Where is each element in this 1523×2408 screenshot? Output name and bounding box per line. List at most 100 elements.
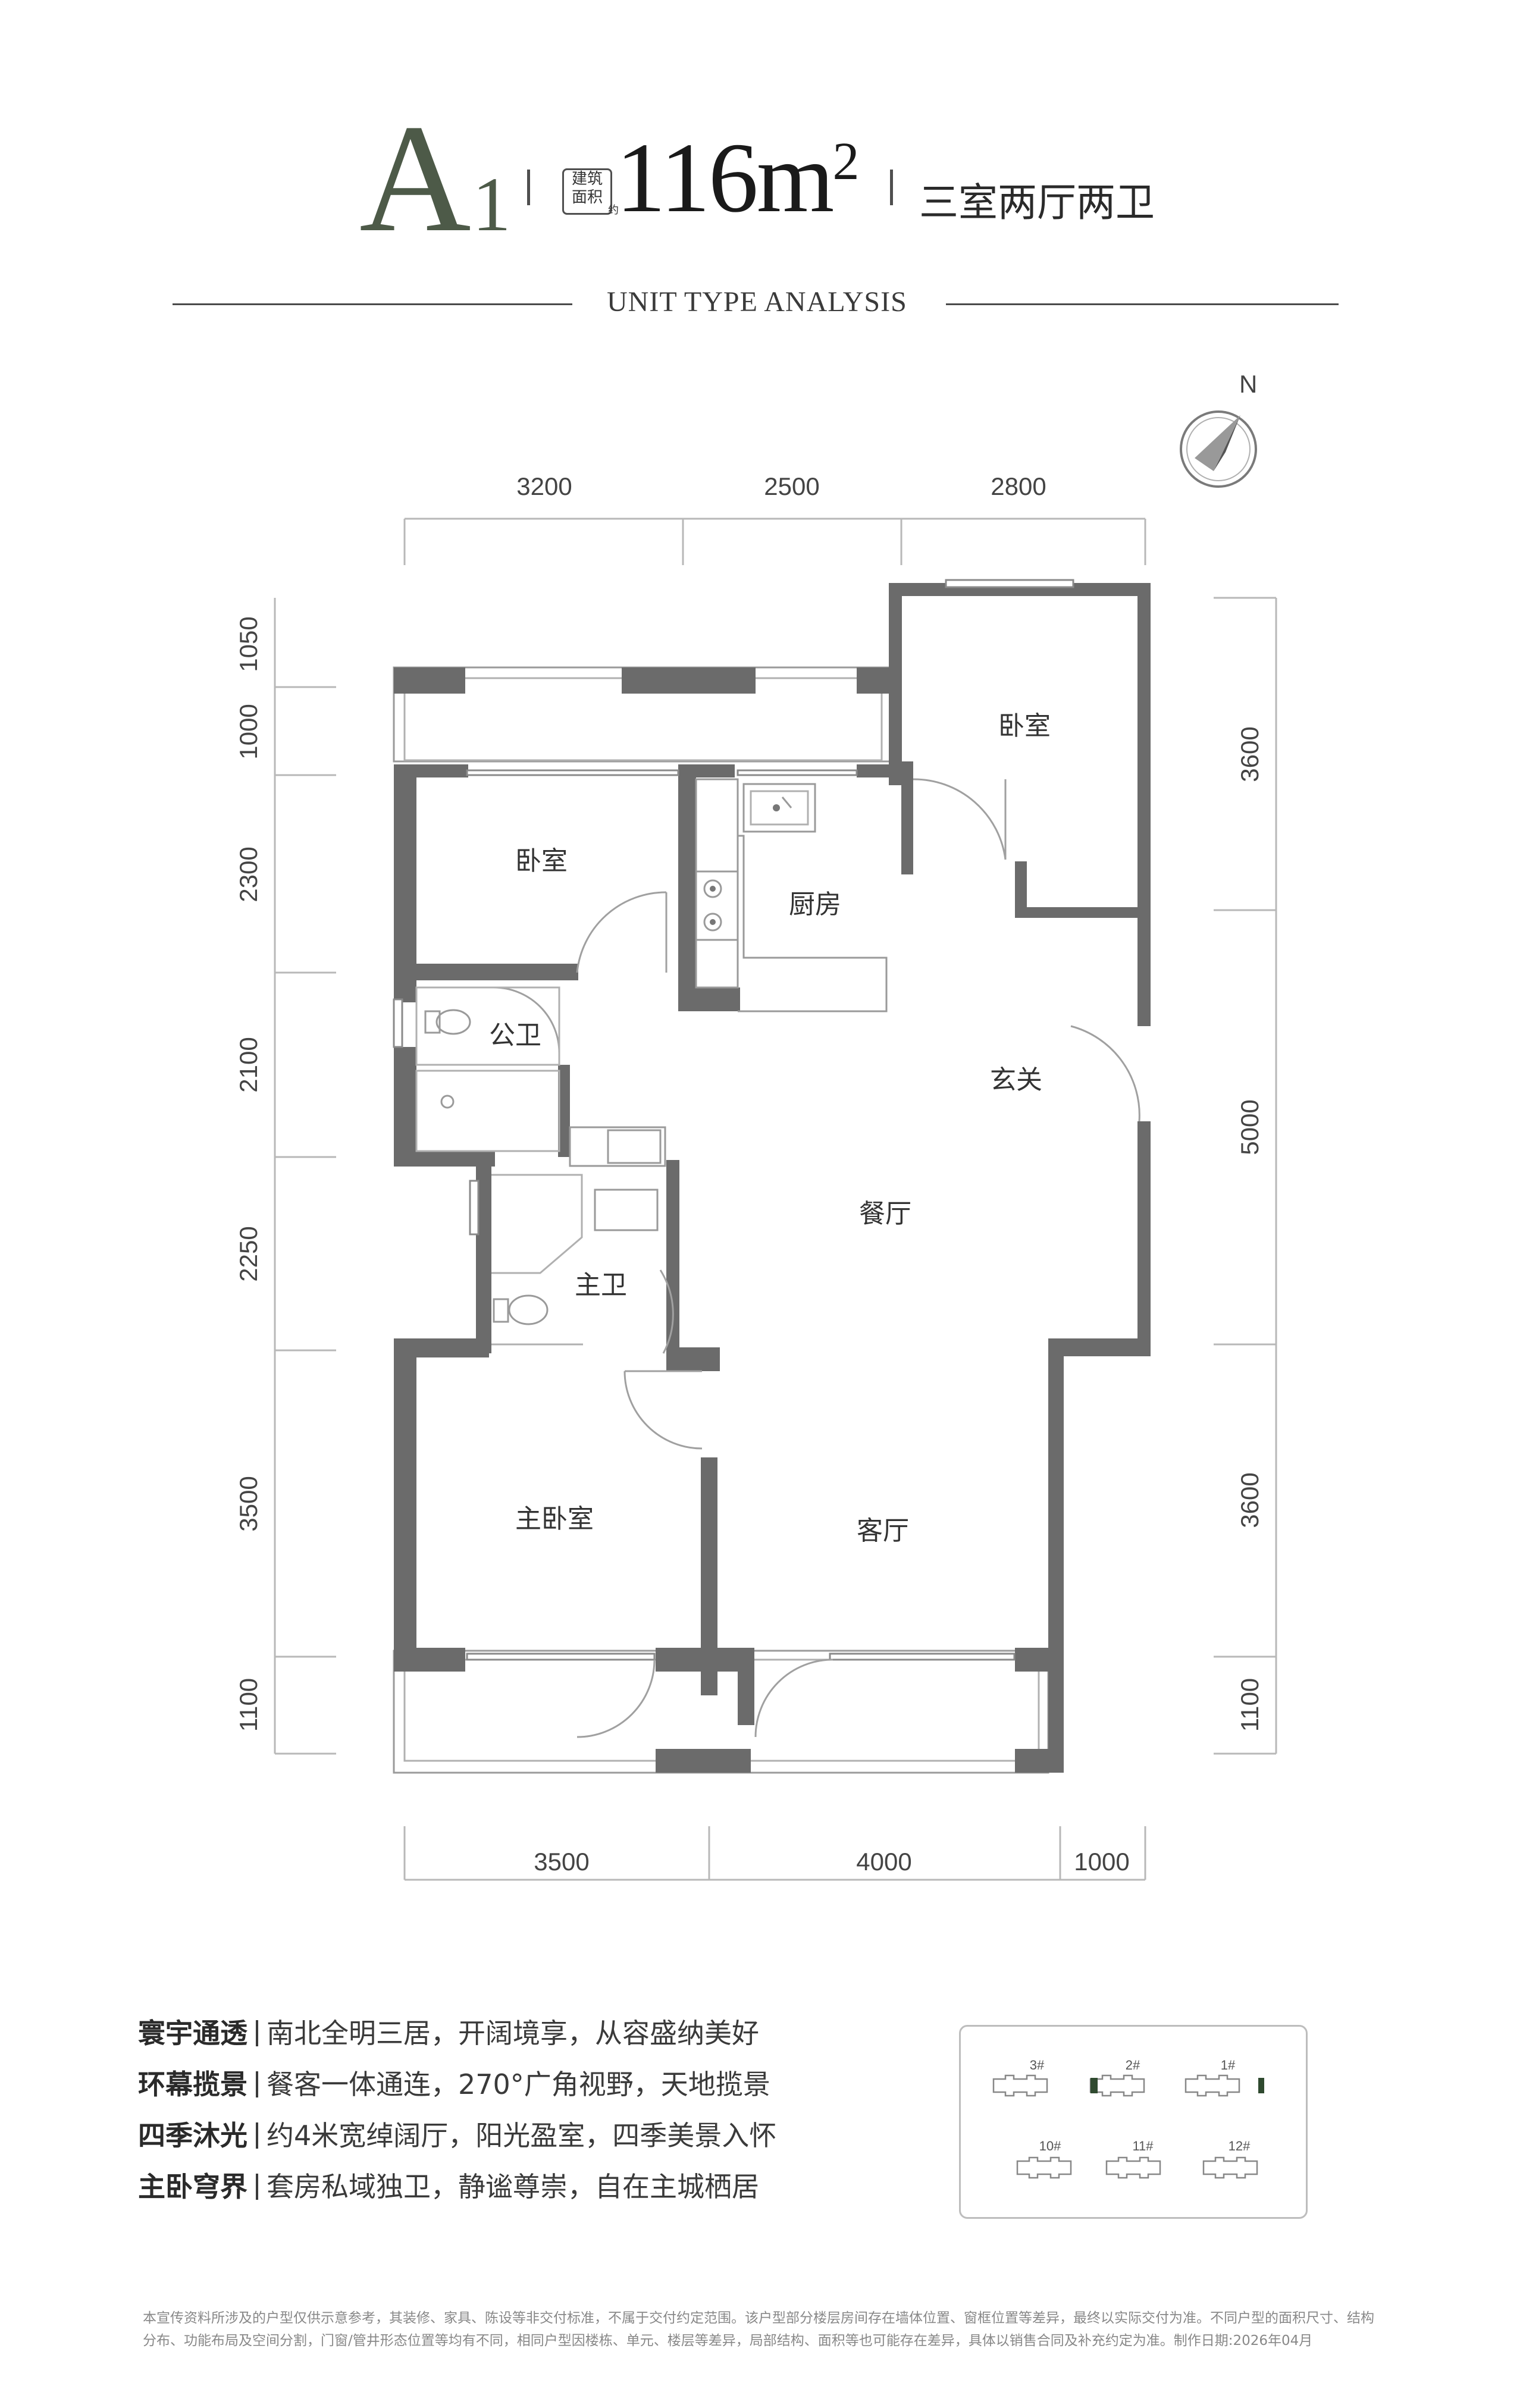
doors: [493, 778, 1140, 1738]
master-toilet-icon: [508, 1294, 549, 1325]
building-label-11: 11#: [1132, 2139, 1154, 2153]
master-bath-fixtures: [491, 1126, 666, 1346]
windows: [393, 579, 1074, 1661]
feature-separator: [256, 2174, 258, 2200]
compass-label: N: [1239, 370, 1257, 398]
building-label-2: 2#: [1126, 2058, 1140, 2072]
master-sink-icon: [594, 1189, 659, 1231]
dim-right-2: 5000: [1236, 1099, 1264, 1155]
door-entrance: [1070, 1025, 1140, 1122]
feature-item: 寰宇通透南北全明三居，开阔境享，从容盛纳美好: [138, 2012, 776, 2063]
area-badge-bottom: 面积: [571, 189, 603, 206]
dim-bottom-2: 4000: [856, 1848, 911, 1876]
feature-text: 南北全明三居，开阔境享，从容盛纳美好: [267, 2017, 759, 2049]
subtitle: UNIT TYPE ANALYSIS: [607, 286, 907, 318]
feature-list: 寰宇通透南北全明三居，开阔境享，从容盛纳美好 环幕揽景餐客一体通连，270°广角…: [138, 2012, 776, 2216]
dim-bottom-3: 1000: [1074, 1848, 1129, 1876]
dimensions-bottom: 3500 4000 1000: [403, 1826, 1146, 1881]
toilet-icon: [435, 1009, 471, 1035]
shower-area: [415, 1070, 560, 1152]
area-badge-small: 约: [608, 204, 619, 217]
layout-label: 三室两厅两卫: [919, 180, 1155, 225]
dim-right-3: 3600: [1236, 1472, 1264, 1528]
dim-left-5: 2250: [234, 1226, 262, 1281]
dim-left-2: 1000: [234, 704, 262, 759]
title-separator-2: [890, 170, 893, 205]
room-labels: 卧室 卧室 厨房 公卫 玄关 餐厅 主卫 主卧室 客厅: [489, 711, 1051, 1546]
dim-left-4: 2100: [234, 1037, 262, 1092]
walls: [394, 583, 1151, 1773]
dimensions-right: 3600 5000 3600 1100: [1214, 597, 1277, 1755]
compass-needle-light: [1195, 415, 1240, 471]
dim-top-3: 2800: [991, 472, 1046, 500]
door-master-bedroom: [623, 1371, 703, 1450]
subtitle-rule-right: [946, 303, 1339, 305]
dim-left-3: 2300: [234, 846, 262, 902]
compass-inner-ring: [1186, 417, 1251, 481]
header: A1 建筑 面积 约 116m2 三室两厅两卫 UNIT TYPE ANALYS…: [0, 0, 1523, 381]
public-bath-fixtures: [415, 986, 560, 1152]
building-label-12: 12#: [1229, 2139, 1251, 2153]
dim-left-7: 1100: [234, 1678, 262, 1732]
feature-text: 餐客一体通连，270°广角视野，天地揽景: [267, 2068, 770, 2100]
balconies: [393, 666, 1049, 1774]
feature-text: 约4米宽绰阔厅，阳光盈室，四季美景入怀: [267, 2119, 777, 2152]
dimensions-left: 1050 1000 2300 2100 2250 3500 1100: [234, 598, 336, 1755]
building-label-10: 10#: [1039, 2139, 1061, 2153]
area-unit-sup: 2: [832, 132, 859, 191]
vanity-sink-icon: [607, 1129, 662, 1164]
door-ne-bedroom: [913, 778, 1007, 860]
room-bedroom-ne: 卧室: [998, 711, 1051, 741]
room-master-bath: 主卫: [575, 1270, 627, 1300]
feature-title: 主卧穹界: [138, 2171, 247, 2203]
site-map-drawing: .lbl { font-family: "Liberation Sans", "…: [992, 2058, 1264, 2179]
dim-left-1: 1050: [234, 616, 262, 672]
kitchen-fixtures: [695, 778, 888, 1012]
dim-bottom-1: 3500: [534, 1848, 589, 1876]
kitchen-counter: [738, 835, 888, 1012]
room-dining: 餐厅: [859, 1199, 911, 1229]
site-map: .lbl { font-family: "Liberation Sans", "…: [959, 2025, 1308, 2219]
highlighted-unit: [1090, 2078, 1098, 2093]
area-value: 116m2: [616, 128, 859, 228]
master-shower: [491, 1174, 583, 1274]
dim-top-2: 2500: [764, 472, 819, 500]
floor-plan: .w { fill: #6b6b6b; } .ln { stroke: #9a9…: [234, 370, 1277, 1881]
unit-number: 1: [472, 162, 511, 247]
feature-text: 套房私域独卫，静谧尊崇，自在主城栖居: [267, 2171, 759, 2203]
room-kitchen: 厨房: [789, 889, 841, 920]
subtitle-rule-left: [173, 303, 572, 305]
building-label-1: 1#: [1221, 2058, 1236, 2072]
dim-right-1: 3600: [1236, 726, 1264, 782]
room-public-bath: 公卫: [489, 1020, 541, 1051]
stove-icon: [695, 870, 739, 941]
dim-top-1: 3200: [516, 472, 572, 500]
dimensions-top: 3200 2500 2800: [403, 472, 1146, 565]
feature-title: 环幕揽景: [138, 2068, 247, 2100]
area-badge-top: 建筑: [571, 170, 603, 188]
room-bedroom-nw: 卧室: [515, 846, 568, 876]
feature-separator: [256, 2071, 258, 2097]
room-living: 客厅: [857, 1516, 909, 1546]
compass: N: [1180, 370, 1257, 488]
feature-separator: [256, 2020, 258, 2046]
door-master-bath: [659, 1269, 674, 1354]
building-label-3: 3#: [1030, 2058, 1045, 2072]
door-public-bath: [493, 986, 560, 1054]
room-master-bedroom: 主卧室: [515, 1504, 594, 1534]
sink-icon: [742, 783, 816, 833]
door-master-balcony: [576, 1659, 656, 1738]
compass-ring: [1180, 410, 1257, 488]
door-nw-bedroom: [576, 891, 667, 973]
dim-left-6: 3500: [234, 1476, 262, 1531]
area-number: 116m: [616, 123, 834, 233]
unit-title: A1: [359, 101, 511, 256]
feature-item: 环幕揽景餐客一体通连，270°广角视野，天地揽景: [138, 2063, 776, 2114]
feature-title: 寰宇通透: [138, 2017, 247, 2049]
building-row-top: [992, 2074, 1264, 2097]
door-living-balcony: [754, 1658, 833, 1738]
feature-item: 主卧穹界套房私域独卫，静谧尊崇，自在主城栖居: [138, 2165, 776, 2216]
area-badge: 建筑 面积 约: [562, 168, 619, 217]
feature-separator: [256, 2122, 258, 2149]
feature-title: 四季沐光: [138, 2119, 247, 2152]
